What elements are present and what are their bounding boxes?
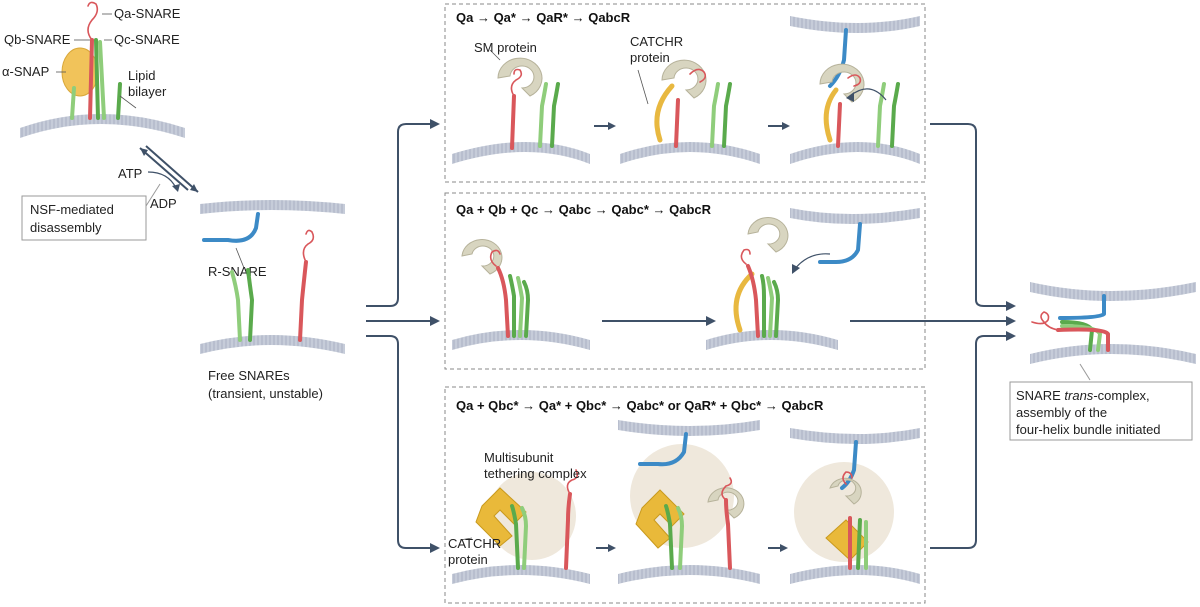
upper-membrane: [200, 200, 345, 214]
green-linker: [116, 82, 122, 120]
branch-arrows: [366, 119, 440, 553]
trans-complex-result: SNARE trans-complex, assembly of the fou…: [1009, 282, 1196, 441]
membrane: [452, 330, 590, 350]
free-qa-habc: [302, 229, 315, 263]
upper-membrane: [790, 208, 920, 224]
qa-snare-helix: [88, 38, 94, 120]
qc-snare-helix: [98, 40, 106, 120]
panel-bottom: Qa + Qbc* → Qa* + Qbc* → Qabc* or QaR* +…: [444, 386, 926, 604]
catchr-label-line2: protein: [630, 50, 670, 65]
upper-membrane: [790, 16, 920, 33]
membrane: [452, 142, 590, 164]
upper-membrane: [790, 428, 920, 444]
free-qc: [246, 268, 254, 342]
result-callout-box: [1009, 381, 1193, 441]
lipid-label-line2: bilayer: [128, 84, 167, 99]
nsf-callout-box: [21, 195, 147, 241]
atp-label: ATP: [118, 166, 142, 181]
free-qb: [230, 270, 242, 342]
upper-membrane: [618, 420, 760, 436]
panel-bottom-header: Qa + Qbc* → Qa* + Qbc* → Qabc* or QaR* +…: [456, 398, 824, 413]
lower-membrane: [790, 565, 920, 584]
qb-snare-helix: [94, 38, 100, 120]
panel-top-header: Qa → Qa* → QaR* → QabcR: [456, 10, 631, 25]
free-qa: [298, 260, 308, 342]
convergence-arrows: [918, 123, 1016, 549]
result-label-line1: SNARE trans-complex,: [1016, 388, 1150, 403]
adp-label: ADP: [150, 196, 177, 211]
panel-middle: Qa + Qb + Qc → Qabc → Qabc* → QabcR: [444, 192, 926, 370]
qa-snare-habc: [87, 1, 99, 41]
qc-snare-label: Qc-SNARE: [114, 32, 180, 47]
tether-label-line1: Multisubunit: [484, 450, 554, 465]
alpha-snap-label: α-SNAP: [2, 64, 49, 79]
leader-lipid: [119, 95, 137, 109]
catchr-bottom-label-line2: protein: [448, 552, 488, 567]
sm-protein-label: SM protein: [474, 40, 537, 55]
qa-snare-label: Qa-SNARE: [114, 6, 181, 21]
membrane: [452, 565, 590, 584]
sm-protein: [497, 57, 543, 97]
tether-label-line2: tethering complex: [484, 466, 587, 481]
panel-middle-header: Qa + Qb + Qc → Qabc → Qabc* → QabcR: [456, 202, 712, 217]
leader-rsnare: [235, 247, 245, 269]
cis-snare-complex: Qa-SNARE Qb-SNARE Qc-SNARE α-SNAP Lipid …: [2, 1, 185, 138]
nsf-label-line1: NSF-mediated: [30, 202, 114, 217]
panel-top: Qa → Qa* → QaR* → QabcR SM protein CATCH…: [444, 3, 926, 183]
catchr-bottom-label-line1: CATCHR: [448, 536, 501, 551]
free-snares: R-SNARE Free SNAREs (transient, unstable…: [200, 200, 345, 401]
membrane: [20, 114, 185, 138]
r-snare: [202, 212, 260, 243]
nsf-disassembly-arrows: ATP ADP NSF-mediated disassembly: [21, 145, 199, 241]
nsf-label-line2: disassembly: [30, 220, 102, 235]
lower-membrane: [790, 142, 920, 164]
lgreen-linker: [70, 86, 76, 120]
upper-membrane: [1030, 282, 1196, 301]
lower-membrane: [1030, 344, 1196, 364]
catchr-label-line1: CATCHR: [630, 34, 683, 49]
free-snares-label-line2: (transient, unstable): [208, 386, 323, 401]
qb-snare-label: Qb-SNARE: [4, 32, 71, 47]
lower-membrane: [200, 335, 345, 354]
lower-membrane: [618, 565, 760, 584]
free-snares-label-line1: Free SNAREs: [208, 368, 290, 383]
lipid-label-line1: Lipid: [128, 68, 155, 83]
lower-membrane: [706, 330, 838, 350]
result-label-line2: assembly of the: [1016, 405, 1107, 420]
r-snare-label: R-SNARE: [208, 264, 267, 279]
result-label-line3: four-helix bundle initiated: [1016, 422, 1161, 437]
